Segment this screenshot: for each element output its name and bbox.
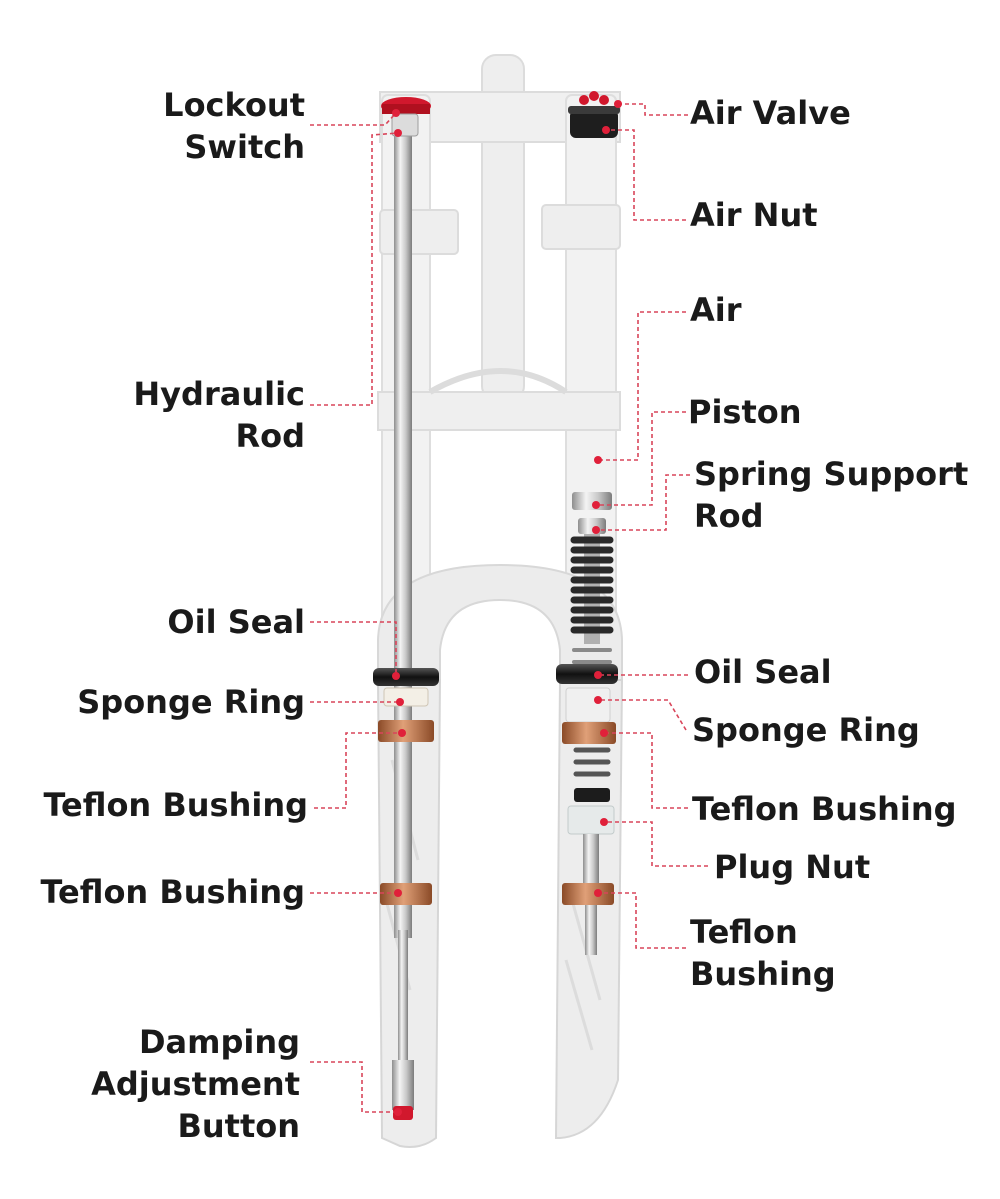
leader-teflon-bushing-left-1 xyxy=(314,732,400,809)
fork-arch xyxy=(377,563,623,681)
dot-sponge-ring-left xyxy=(396,698,404,706)
label-oil-seal-left: Oil Seal xyxy=(167,603,305,641)
dot-air xyxy=(594,456,602,464)
left-teflon-bushing-1 xyxy=(378,720,434,742)
dot-lockout-switch xyxy=(392,109,400,117)
label-sponge-ring-left: Sponge Ring xyxy=(77,683,305,721)
right-teflon-bushing-1 xyxy=(562,722,616,744)
dot-teflon-bushing-left-2 xyxy=(394,889,402,897)
leader-teflon-bushing-right-2 xyxy=(598,892,686,949)
dot-oil-seal-right xyxy=(594,671,602,679)
leader-air-nut xyxy=(606,129,686,221)
label-air-valve: Air Valve xyxy=(690,94,851,132)
air-valve-shape xyxy=(579,95,589,105)
label-damping-adjustment-button: Damping Adjustment Button xyxy=(91,1023,300,1145)
leader-teflon-bushing-right-1 xyxy=(604,732,688,809)
spring-support-rod-shape xyxy=(578,518,606,534)
label-plug-nut: Plug Nut xyxy=(714,848,871,886)
leader-spring-support-rod xyxy=(596,474,690,531)
leader-hydraulic-rod xyxy=(310,132,399,406)
marker-dots xyxy=(392,100,622,1116)
dot-teflon-bushing-left-1 xyxy=(398,729,406,737)
label-oil-seal-right: Oil Seal xyxy=(694,653,832,691)
left-oil-seal xyxy=(373,668,439,686)
dot-piston xyxy=(592,501,600,509)
right-sponge-ring xyxy=(565,687,611,723)
left-sponge-ring xyxy=(383,687,429,707)
dot-oil-seal-left xyxy=(392,672,400,680)
dot-damping-adjustment-button xyxy=(394,1108,402,1116)
left-teflon-bushing-2 xyxy=(380,883,432,905)
dot-teflon-bushing-right-1 xyxy=(600,729,608,737)
hydraulic-rod xyxy=(394,118,412,938)
label-piston: Piston xyxy=(688,393,802,431)
dot-hydraulic-rod xyxy=(394,129,402,137)
label-teflon-bushing-left-1: Teflon Bushing xyxy=(43,786,308,824)
label-air: Air xyxy=(690,291,742,329)
dot-sponge-ring-right xyxy=(594,696,602,704)
leader-air-valve xyxy=(618,103,688,116)
label-teflon-bushing-right-1: Teflon Bushing xyxy=(692,790,957,828)
label-teflon-bushing-left-2: Teflon Bushing xyxy=(40,873,305,911)
leader-air xyxy=(598,311,686,461)
leader-oil-seal-left xyxy=(310,621,397,674)
leader-lockout-switch xyxy=(310,112,397,126)
plug-nut-shape xyxy=(574,788,610,802)
label-sponge-ring-right: Sponge Ring xyxy=(692,711,920,749)
coil-spring-upper xyxy=(570,534,614,644)
leader-plug-nut xyxy=(604,821,708,867)
label-hydraulic-rod: Hydraulic Rod xyxy=(133,375,305,455)
dot-plug-nut xyxy=(600,818,608,826)
air-nut-shape xyxy=(570,110,618,138)
dot-spring-support-rod xyxy=(592,526,600,534)
right-oil-seal xyxy=(556,664,618,684)
label-spring-support-rod: Spring Support Rod xyxy=(694,455,969,535)
leader-lines xyxy=(310,103,708,1113)
right-teflon-bushing-2 xyxy=(562,883,614,905)
label-teflon-bushing-right-2: Teflon Bushing xyxy=(690,913,836,993)
dot-air-valve xyxy=(614,100,622,108)
leader-piston xyxy=(596,411,686,506)
leader-damping-adjustment-button xyxy=(310,1061,398,1113)
piston-shape xyxy=(572,492,612,510)
lower-crown xyxy=(377,391,621,431)
label-air-nut: Air Nut xyxy=(690,196,818,234)
dot-teflon-bushing-right-2 xyxy=(594,889,602,897)
label-lockout-switch: Lockout Switch xyxy=(163,86,305,166)
dot-air-nut xyxy=(602,126,610,134)
